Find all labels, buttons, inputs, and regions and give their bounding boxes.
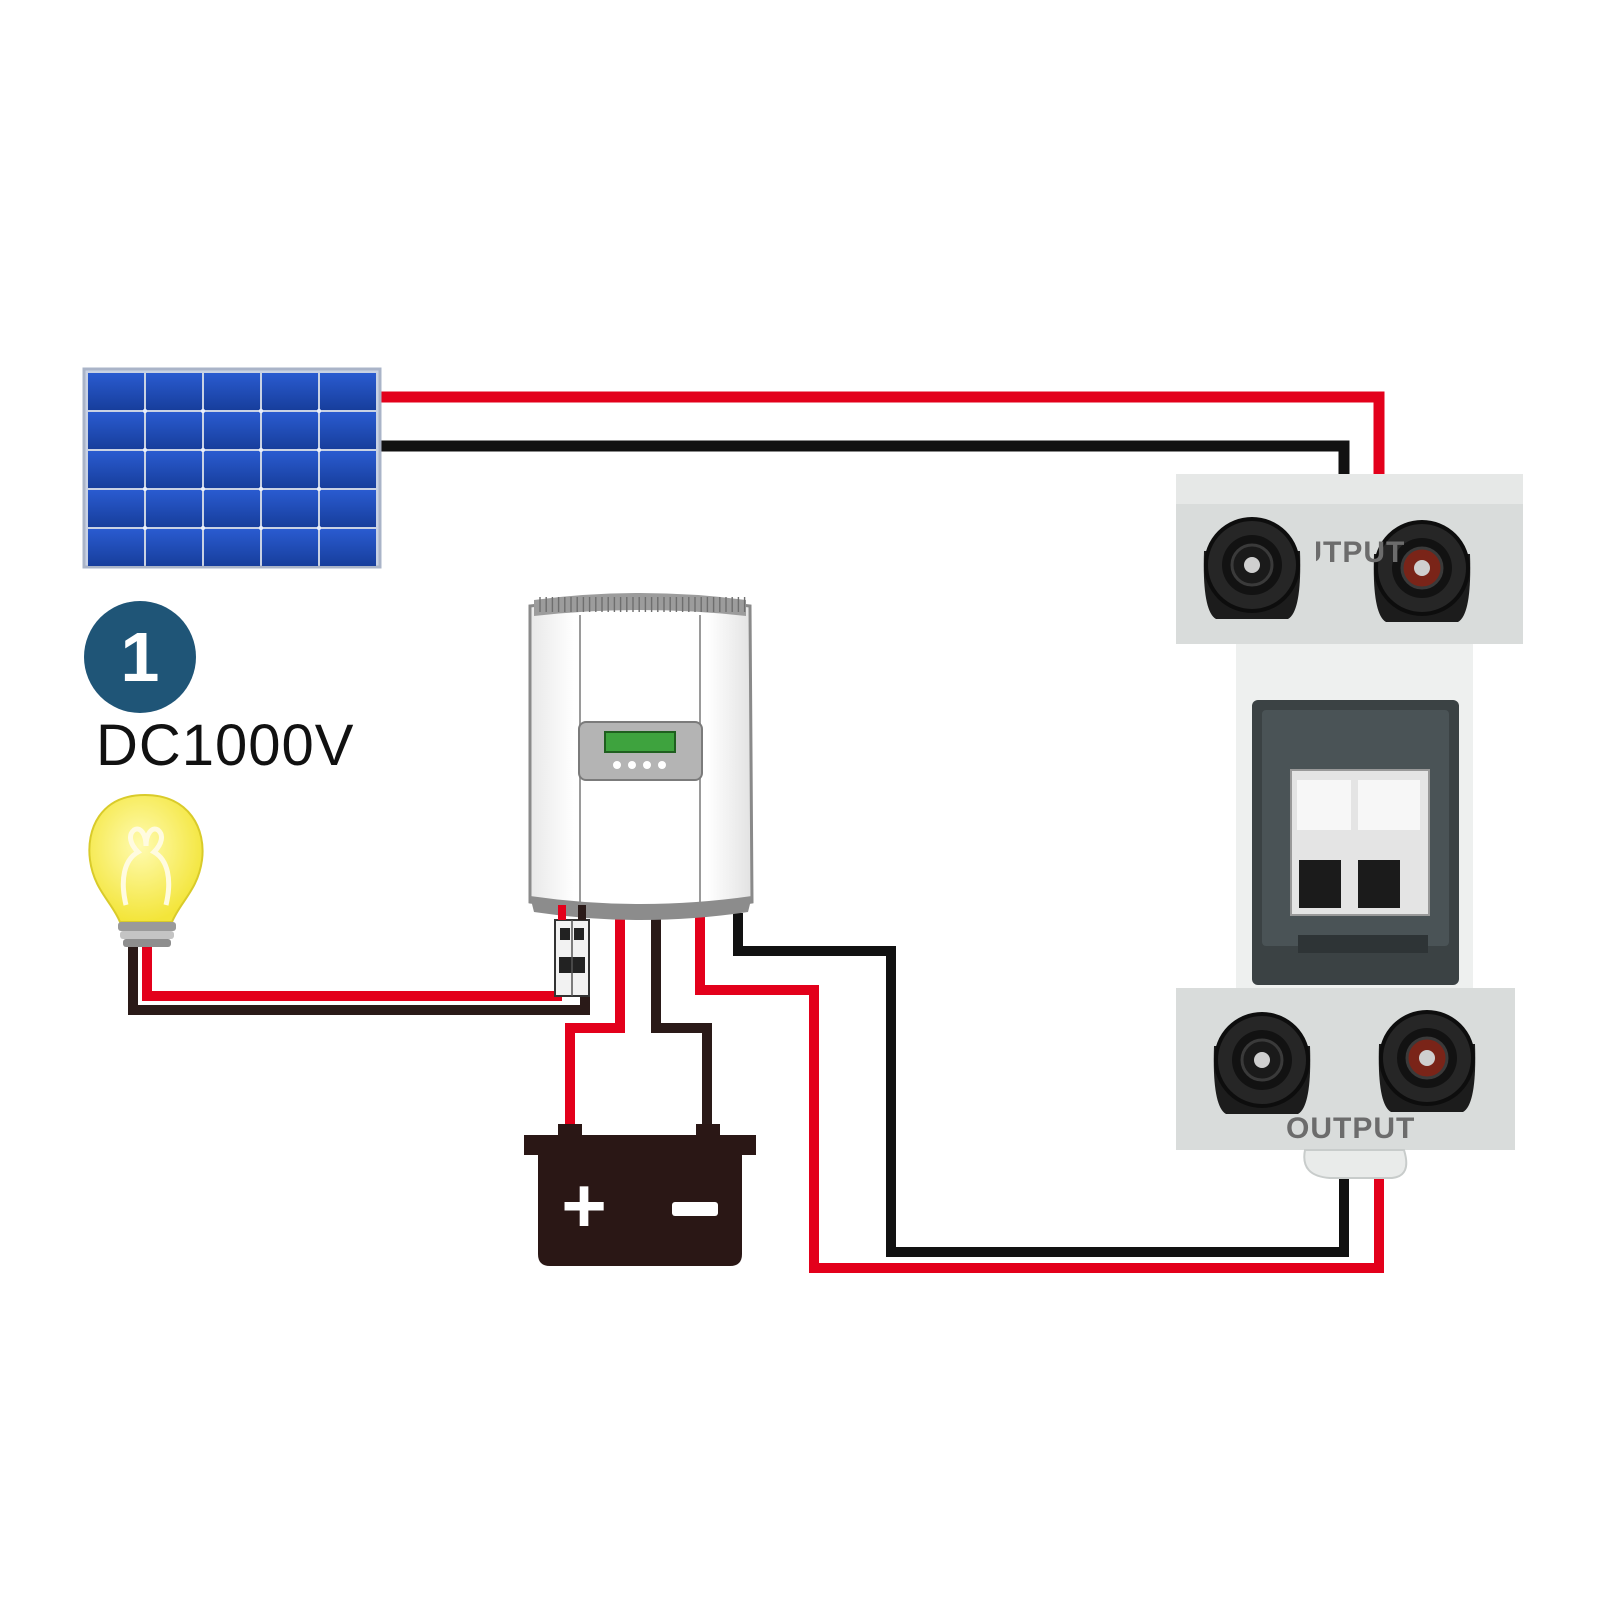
load-breaker-icon [554,919,590,997]
battery-positive-wire [565,915,625,1132]
solar-cell [320,412,376,449]
solar-panel-icon [82,367,382,569]
solar-cell [262,529,318,566]
solar-cell [320,529,376,566]
solar-cell [204,412,260,449]
solar-cell [320,451,376,488]
isolator-return-wires [695,913,1384,1273]
solar-cell [88,412,144,449]
battery-plus-sign: + [561,1161,607,1249]
isolator-breaker-module [1290,769,1430,916]
panel-wires [370,391,1385,478]
solar-cell [262,451,318,488]
panel-negative-wire [370,440,1350,478]
solar-cell [88,451,144,488]
battery-minus-sign [672,1202,718,1216]
mc4-connector-icon [1203,517,1301,619]
light-bulb-icon [88,793,204,947]
solar-cell [88,529,144,566]
solar-cell [204,529,260,566]
solar-cell [204,451,260,488]
mc4-connector-icon [1373,520,1471,622]
load-wires [128,945,590,1015]
solar-cell [320,490,376,527]
solar-cell [88,490,144,527]
inverter-display-panel [578,721,703,781]
solar-cell [146,373,202,410]
solar-cell [204,373,260,410]
isolator-top-output-label: OUTPUT [1276,536,1406,569]
battery-wires [565,915,712,1132]
solar-cell [204,490,260,527]
solar-cell [262,490,318,527]
voltage-rating-label: DC1000V [96,713,355,778]
load-positive-wire [142,945,562,1001]
mc4-connector-icon [1213,1012,1311,1114]
battery-negative-wire [651,915,712,1132]
load-negative-wire [128,945,590,1015]
return-positive-wire [695,913,1384,1273]
inverter-icon [528,593,754,997]
mc4-connector-icon [1378,1010,1476,1112]
solar-cell [320,373,376,410]
battery-icon: + [524,1124,756,1266]
step-number-badge: 1 [84,601,196,713]
solar-cell [146,490,202,527]
return-negative-wire [733,913,1349,1257]
solar-cell [262,412,318,449]
solar-cell [262,373,318,410]
solar-cell [88,373,144,410]
panel-positive-wire [370,391,1385,478]
solar-cell [146,412,202,449]
solar-cell [146,451,202,488]
solar-cell [146,529,202,566]
isolator-bottom-output-label: OUTPUT [1286,1112,1416,1145]
